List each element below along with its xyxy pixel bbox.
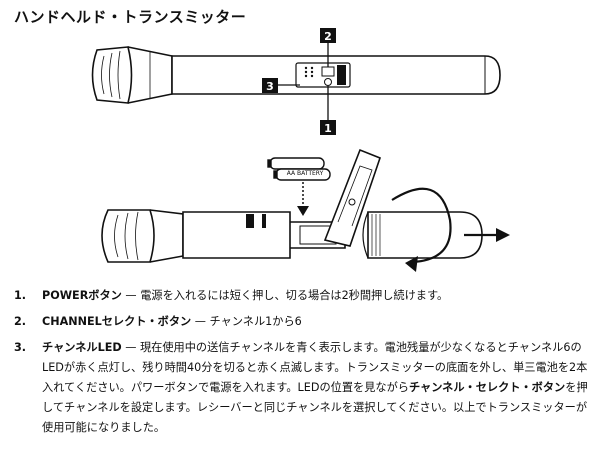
transmitter-open-view xyxy=(101,148,483,263)
aa-batteries: AA BATTERY xyxy=(267,157,331,181)
callout-badge-2: 2 xyxy=(320,28,336,67)
list-item: 3.チャンネルLED — 現在使用中の送信チャンネルを青く表示します。電池残量が… xyxy=(14,341,588,434)
power-button-term: POWERボタン xyxy=(42,289,122,302)
transmitter-diagram: 2 3 1 xyxy=(91,28,510,272)
svg-text:3: 3 xyxy=(266,80,274,93)
list-item: 2.CHANNELセレクト・ボタン — チャンネル1から6 xyxy=(14,315,302,328)
callout-badge-3: 3 xyxy=(262,78,300,93)
channel-led-term: チャンネルLED xyxy=(42,341,122,354)
list-item: 1.POWERボタン — 電源を入れるには短く押し、切る場合は2秒間押し続けます… xyxy=(14,289,449,302)
transmitter-top-view xyxy=(91,46,501,104)
rotate-arrow-icon xyxy=(391,187,452,272)
svg-text:1: 1 xyxy=(324,122,332,135)
channel-select-term: CHANNELセレクト・ボタン xyxy=(42,315,192,328)
svg-text:2: 2 xyxy=(324,30,332,43)
callout-badge-1: 1 xyxy=(320,86,336,135)
remove-arrow-icon xyxy=(464,228,510,242)
page-title: ハンドヘルド・トランスミッター xyxy=(14,8,247,26)
battery-label: AA BATTERY xyxy=(287,170,324,177)
instruction-list: 1.POWERボタン — 電源を入れるには短く押し、切る場合は2秒間押し続けます… xyxy=(14,286,590,444)
insert-arrow-icon xyxy=(297,182,309,216)
